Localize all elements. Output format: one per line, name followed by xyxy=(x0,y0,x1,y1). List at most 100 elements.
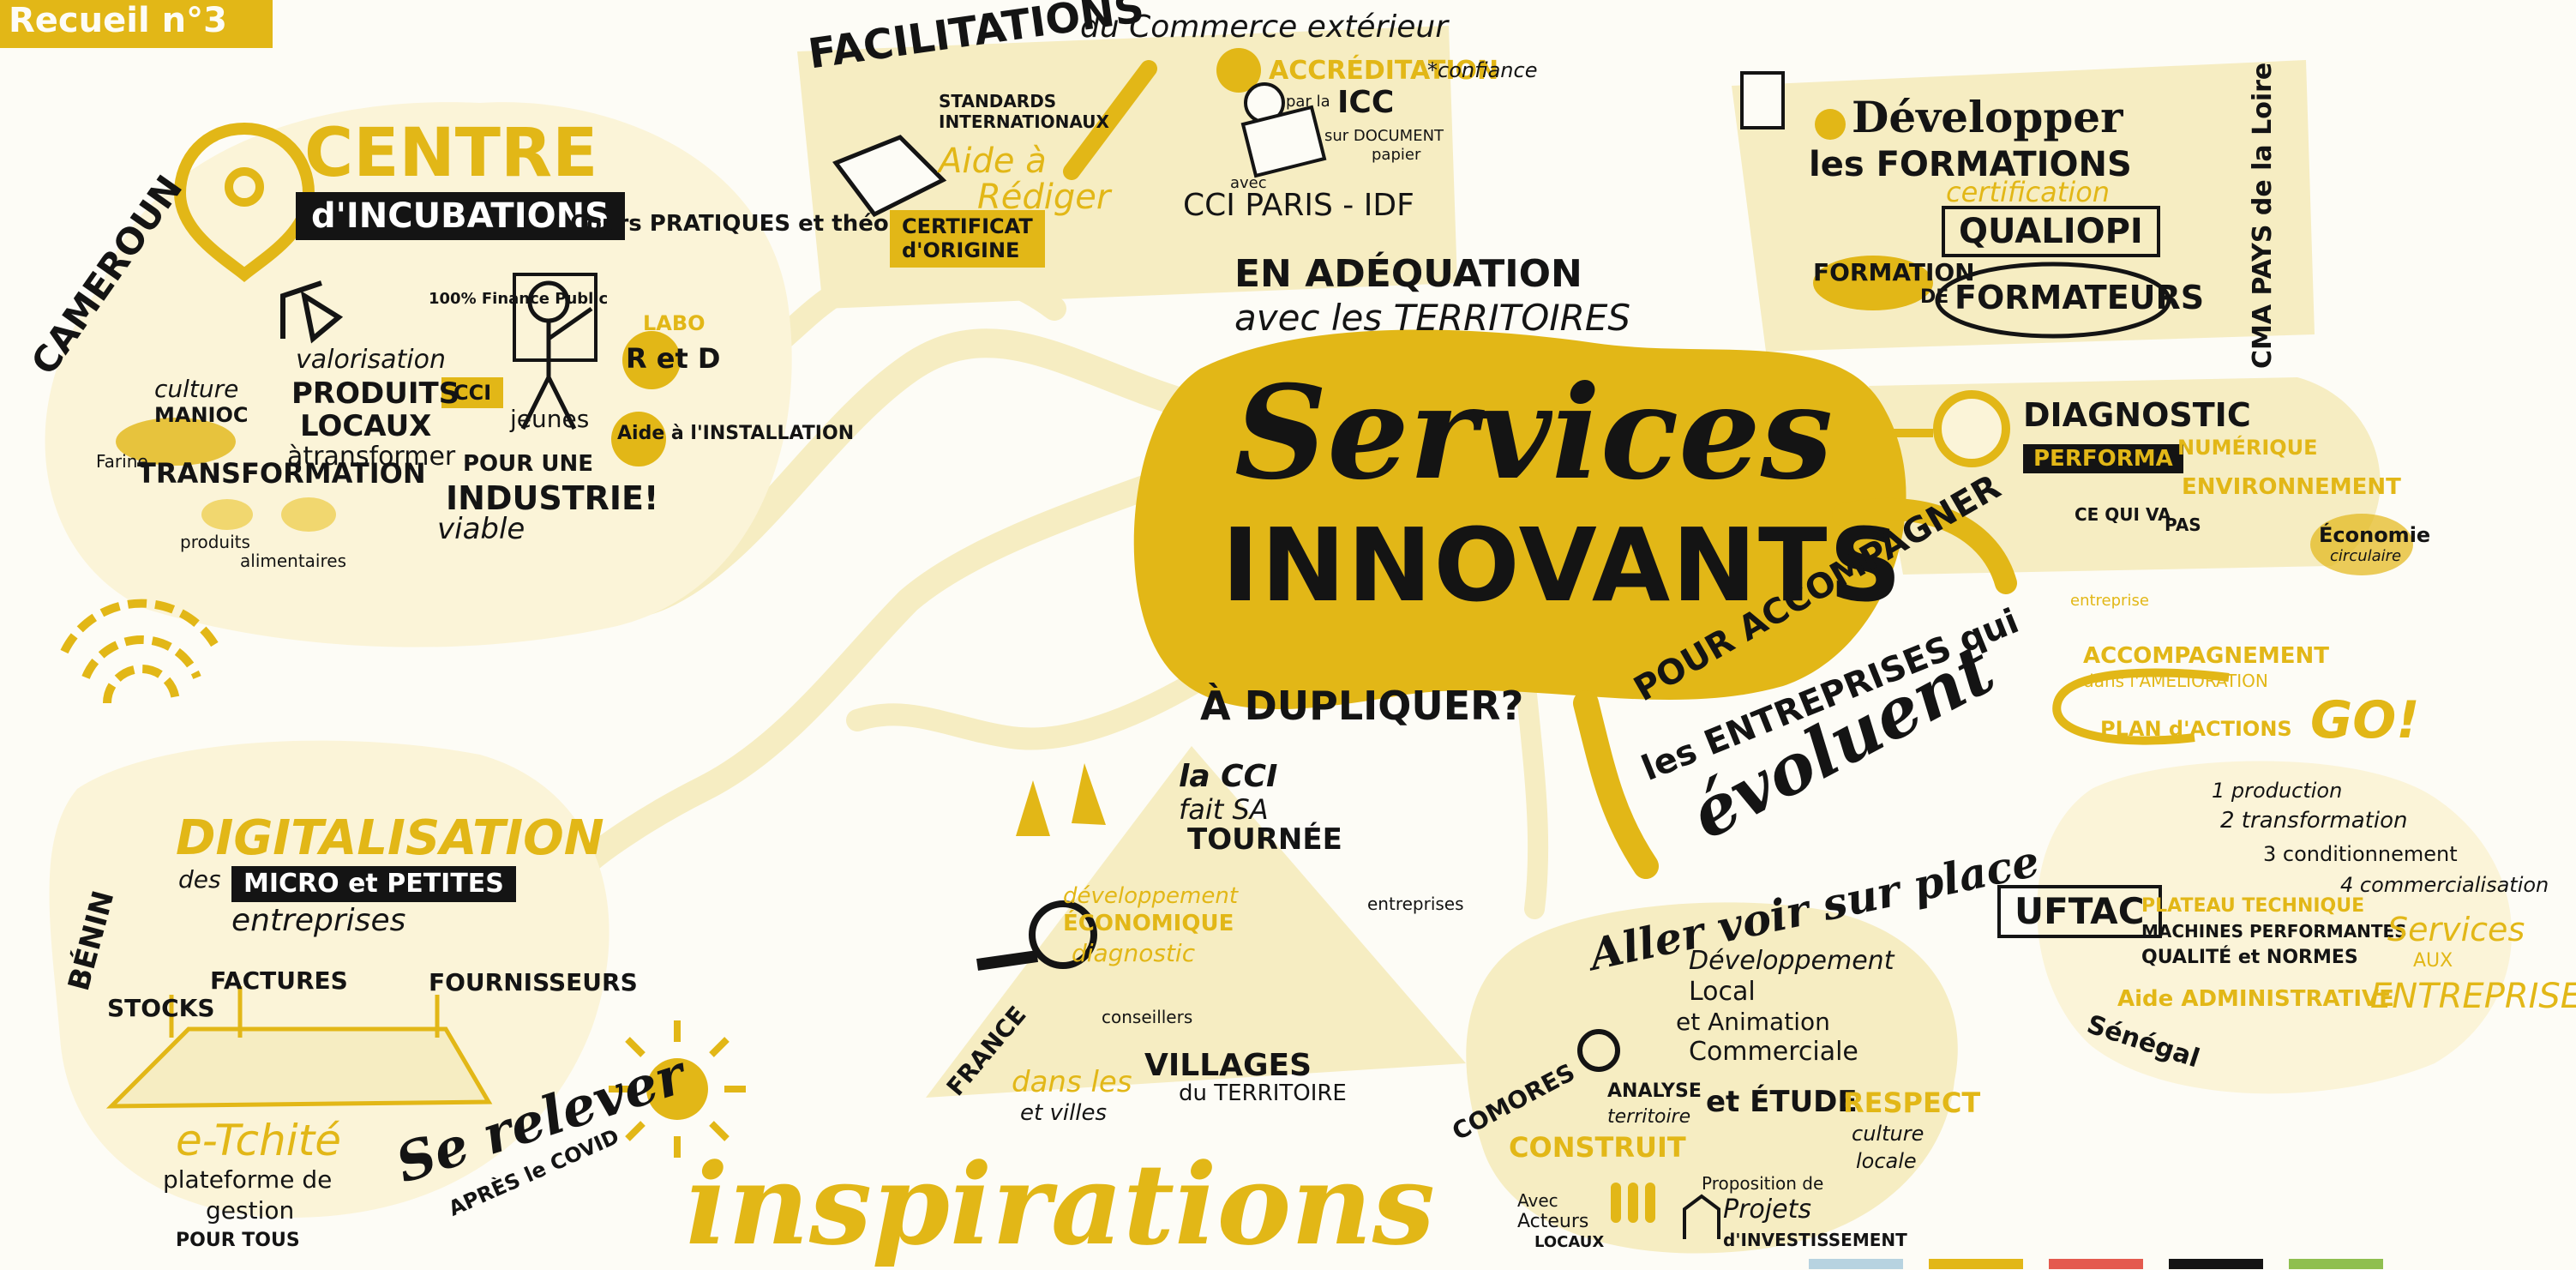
footprint-icon xyxy=(1072,763,1106,825)
loop-icon xyxy=(2052,668,2230,745)
color-swatch xyxy=(1929,1259,2023,1269)
facilitations-rediger: Rédiger xyxy=(977,178,1111,217)
center-bottom-label: À DUPLIQUER? xyxy=(1200,683,1524,729)
formation-oval xyxy=(1813,256,1933,310)
comores-analyse: ANALYSE xyxy=(1607,1080,1702,1102)
connector-line xyxy=(1516,676,1549,919)
uftac-aide: Aide ADMINISTRATIVE xyxy=(2117,986,2394,1012)
incubation-industrie: INDUSTRIE! xyxy=(446,479,659,517)
facilitations-par: par la xyxy=(1286,93,1330,111)
facilitations-papier: papier xyxy=(1372,146,1421,164)
aide-badge xyxy=(611,412,666,466)
connector-line xyxy=(846,658,1228,750)
magnifier-icon xyxy=(976,950,1038,971)
people-icon xyxy=(1611,1183,1655,1223)
comores-dev: Développement xyxy=(1689,946,1894,976)
incubation-viable: viable xyxy=(437,512,525,546)
comores-territoire: territoire xyxy=(1607,1106,1691,1128)
incubation-alim1: produits xyxy=(180,532,250,552)
tour-eco: ÉCONOMIQUE xyxy=(1063,911,1234,936)
digital-des: des xyxy=(178,865,221,894)
tour-pyramid xyxy=(926,746,1466,1098)
tour-title2: fait SA xyxy=(1179,793,1269,826)
digital-title: DIGITALISATION xyxy=(176,810,604,866)
formations-qualiopi: QUALIOPI xyxy=(1942,206,2160,257)
formations-formateurs: FORMATEURS xyxy=(1955,279,2205,316)
color-swatch xyxy=(2169,1259,2263,1269)
manioc-plant xyxy=(116,418,236,466)
incubation-produits: PRODUITS xyxy=(291,376,460,411)
comores-acteurs: Acteurs xyxy=(1517,1211,1589,1232)
virus-icon xyxy=(646,1058,708,1120)
incubation-transformation: TRANSFORMATION xyxy=(137,457,426,490)
center-top-label: EN ADÉQUATION xyxy=(1234,252,1582,296)
digital-fournisseurs: FOURNISSEURS xyxy=(429,968,638,996)
facilitations-aide: Aide à xyxy=(939,141,1047,181)
economie-badge xyxy=(2310,514,2413,575)
center-top-label2: avec les TERRITOIRES xyxy=(1234,297,1631,339)
footprint-icon xyxy=(1016,780,1050,836)
digital-entreprises: entreprises xyxy=(231,903,406,938)
tour-diag: diagnostic xyxy=(1072,939,1196,967)
diagnostic-environnement: ENVIRONNEMENT xyxy=(2182,474,2401,500)
uftac-bubble xyxy=(2037,761,2512,1094)
digital-factures: FACTURES xyxy=(210,966,348,995)
color-swatch xyxy=(2049,1259,2143,1269)
incubation-alim2: alimentaires xyxy=(240,551,346,571)
formations-formations: les FORMATIONS xyxy=(1809,145,2132,184)
uftac-services3: ENTREPRISES xyxy=(2370,977,2576,1016)
incubation-title2: d'INCUBATIONS xyxy=(296,192,625,240)
uftac-name: UFTAC xyxy=(1997,885,2162,938)
incubation-aide: Aide à l'INSTALLATION xyxy=(617,423,855,444)
diagnostic-economie: Économie xyxy=(2319,523,2431,547)
platform-line xyxy=(169,986,440,1038)
location-pin-icon xyxy=(225,167,264,207)
center-title-line1: Services xyxy=(1234,358,1834,509)
person-icon xyxy=(1815,109,1846,140)
platform-shape xyxy=(105,1026,493,1109)
bread-icon xyxy=(201,499,253,530)
diagnostic-numerique: NUMÉRIQUE xyxy=(2177,436,2318,460)
incubation-locaux: LOCAUX xyxy=(300,409,432,443)
rd-badge xyxy=(622,331,681,389)
formations-de: DE xyxy=(1920,286,1949,308)
incubation-transformer: àtransformer xyxy=(287,442,456,472)
facilitations-standards: STANDARDS xyxy=(939,91,1057,111)
uftac-step-2: 2 transformation xyxy=(2220,808,2408,834)
comores-etude: et ÉTUDE xyxy=(1706,1085,1858,1119)
wifi-signal-icon xyxy=(60,599,223,704)
formations-certification: certification xyxy=(1946,176,2111,208)
whiteboard xyxy=(513,273,597,362)
comores-invest: d'INVESTISSEMENT xyxy=(1723,1230,1907,1250)
facilitations-icc: ICC xyxy=(1337,85,1395,120)
inspirations-title: inspirations xyxy=(686,1139,1435,1270)
comores-proposition: Proposition de xyxy=(1702,1173,1824,1194)
comores-locale: locale xyxy=(1856,1149,1917,1173)
diagnostic-amelioration: dans l'AMÉLIORATION xyxy=(2083,671,2268,691)
incubation-title1: CENTRE xyxy=(304,115,598,192)
color-swatch xyxy=(2289,1259,2383,1269)
comores-comm: Commerciale xyxy=(1689,1037,1858,1067)
diagnostic-circulaire: circulaire xyxy=(2330,547,2402,565)
tour-conseillers: conseillers xyxy=(1102,1007,1193,1027)
digital-stocks: STOCKS xyxy=(107,994,215,1022)
incubation-rd: R et D xyxy=(626,342,721,375)
diagnostic-performa: PERFORMA xyxy=(2023,444,2183,473)
comores-local: Local xyxy=(1689,977,1756,1007)
diagnostic-plan: PLAN d'ACTIONS xyxy=(2100,717,2292,741)
comores-culture: culture xyxy=(1852,1122,1924,1146)
comores-respect: RESPECT xyxy=(1843,1086,1981,1119)
certificat-line1: CERTIFICAT xyxy=(902,214,1033,238)
tour-dans: dans les xyxy=(1012,1065,1132,1099)
facilitations-ccip: CCI PARIS - IDF xyxy=(1183,188,1414,223)
book-icon xyxy=(832,135,947,218)
pen-icon xyxy=(1063,60,1157,180)
incubation-farine: Farine xyxy=(96,451,148,472)
uftac-qualite: QUALITÉ et NORMES xyxy=(2141,947,2358,968)
diagnostic-entreprise: entreprise xyxy=(2070,592,2149,610)
incubation-labo: LABO xyxy=(643,311,706,335)
facilitations-internationaux: INTERNATIONAUX xyxy=(939,111,1109,132)
tour-dev: développement xyxy=(1063,883,1239,909)
seal-icon xyxy=(1216,48,1261,93)
